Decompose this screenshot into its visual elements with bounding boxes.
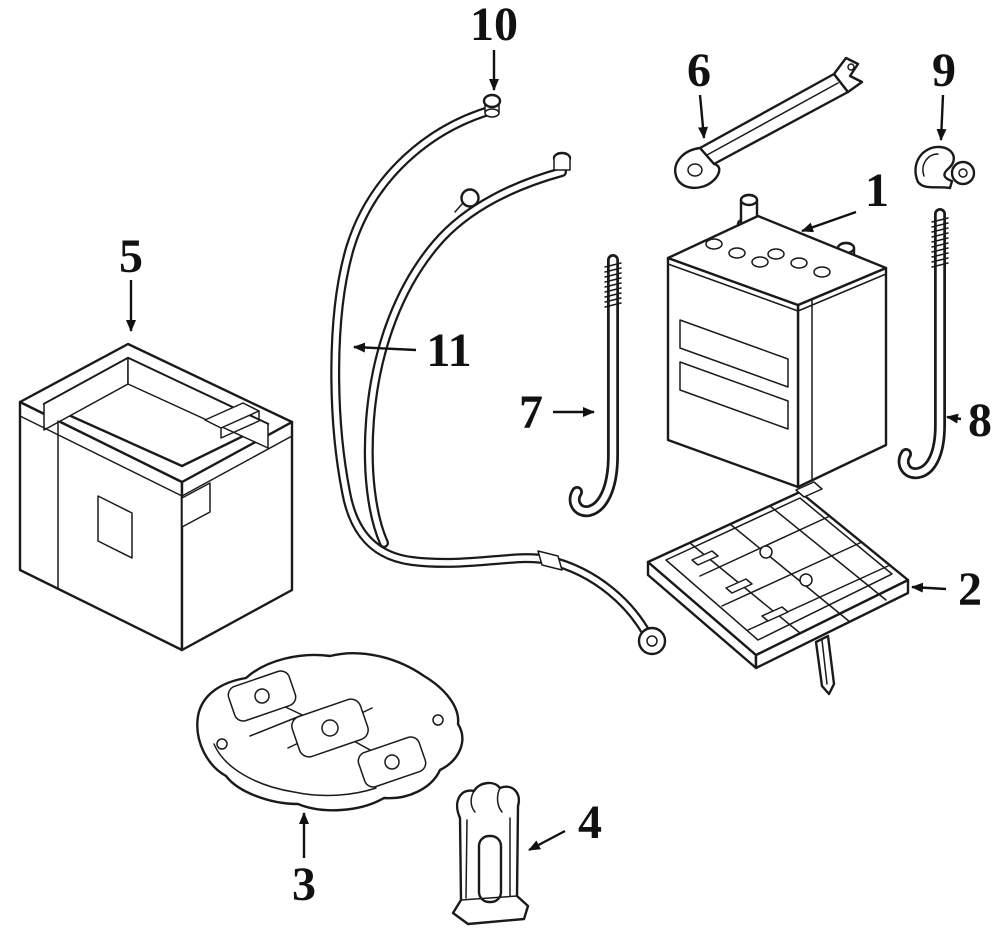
tray-hole-2: [799, 573, 813, 587]
callout-11-arrow: [353, 342, 417, 353]
bracket-lobe-lines: [470, 787, 503, 813]
bracket-channel-lines: [460, 817, 518, 901]
part-cable-end-bolt[interactable]: [482, 93, 502, 118]
callout-2-label[interactable]: 2: [958, 563, 982, 616]
battery-cell-cap: [705, 238, 723, 250]
cable-clip-tail: [454, 203, 463, 213]
battery-terminal-pos-top: [739, 193, 759, 207]
callout-6-label[interactable]: 6: [687, 44, 711, 97]
jbolt-rear-outline: [897, 208, 946, 480]
box-ledge-depth: [220, 410, 260, 439]
part-battery-tray[interactable]: [646, 481, 910, 696]
battery-top-face: [666, 214, 888, 307]
part-j-bolt-front[interactable]: [568, 254, 622, 518]
box-step-tab: [181, 482, 211, 528]
battery-seam-lines: [667, 263, 887, 482]
cable-eyelet-hole: [646, 635, 658, 647]
jbolt-front-outline: [568, 254, 619, 518]
box-interior-back-right: [127, 357, 269, 449]
callout-7: 7: [519, 386, 595, 439]
callout-1-arrow: [801, 210, 857, 233]
callout-10-label[interactable]: 10: [470, 0, 518, 51]
clamp-bar-rib: [706, 82, 839, 156]
callout-11: 11: [353, 324, 472, 377]
bracket-slot: [477, 834, 503, 904]
callout-8-arrow: [946, 413, 962, 424]
part-battery[interactable]: [666, 193, 888, 489]
battery-label-lower: [679, 361, 789, 430]
clamp-fork-end: [832, 56, 864, 94]
part-hold-down-clamp[interactable]: [674, 56, 864, 189]
callout-5-label[interactable]: 5: [119, 230, 143, 283]
battery-right-face: [796, 266, 888, 489]
clamp-end-hole: [687, 163, 703, 177]
tray-inner-rim: [665, 497, 893, 641]
callout-10: 10: [470, 0, 518, 91]
callout-4-label[interactable]: 4: [578, 796, 602, 849]
jbolt-rear-core: [900, 210, 944, 477]
plate-hole-3: [384, 754, 400, 770]
cable-clip-ring: [460, 188, 480, 208]
box-notch: [97, 495, 133, 559]
box-lip-line: [19, 415, 293, 497]
part-j-bolt-rear[interactable]: [897, 208, 949, 480]
battery-cell-cap: [767, 248, 785, 260]
plate-hole-4: [216, 738, 228, 750]
plate-hole-5: [432, 714, 444, 726]
callout-8-label[interactable]: 8: [968, 394, 992, 447]
battery-label-upper: [679, 319, 789, 388]
callout-8: 8: [946, 394, 992, 447]
tray-rear-tab: [795, 481, 823, 498]
callout-2: 2: [911, 563, 982, 616]
tray-hole-1: [759, 545, 773, 559]
retainer-inner-line: [922, 153, 939, 177]
part-battery-box[interactable]: [18, 342, 294, 652]
plate-fold-line: [213, 743, 377, 797]
part-battery-cable[interactable]: [330, 105, 667, 656]
callout-3-label[interactable]: 3: [292, 858, 316, 911]
cable-end-cap-body: [553, 158, 571, 171]
callout-6: 6: [687, 44, 711, 139]
end-bolt-head: [482, 93, 502, 109]
battery-cell-cap: [728, 247, 746, 259]
part-clamp-retainer[interactable]: [914, 145, 976, 190]
battery-cell-cap: [813, 266, 831, 278]
callout-6-arrow: [698, 94, 708, 139]
jbolt-rear-threads: [931, 217, 949, 268]
plate-hole-1: [254, 688, 270, 704]
battery-cell-cap: [790, 257, 808, 269]
plate-hole-2: [321, 719, 339, 737]
callout-9-arrow: [936, 94, 947, 141]
callout-1-label[interactable]: 1: [865, 164, 889, 217]
tray-leg-line: [821, 639, 828, 685]
retainer-ring-hole: [958, 168, 968, 178]
battery-cell-cap: [751, 256, 769, 268]
part-support-bracket[interactable]: [451, 781, 530, 926]
jbolt-front-threads: [604, 262, 622, 308]
callout-5: 5: [119, 230, 143, 332]
callout-4-arrow: [528, 829, 566, 852]
callout-7-label[interactable]: 7: [519, 386, 543, 439]
cable-branch-core: [366, 169, 565, 546]
callout-3: 3: [292, 812, 316, 911]
callout-9: 9: [932, 44, 956, 141]
tray-slots: [691, 550, 789, 622]
callout-11-label[interactable]: 11: [426, 324, 471, 377]
end-bolt-base: [484, 108, 500, 118]
retainer-body: [914, 145, 955, 190]
callout-2-arrow: [911, 582, 947, 593]
callout-9-label[interactable]: 9: [932, 44, 956, 97]
cable-splice-cover: [537, 550, 563, 571]
callout-1: 1: [801, 164, 889, 233]
callout-4: 4: [528, 796, 602, 852]
jbolt-front-core: [571, 256, 617, 515]
clamp-fork-hole: [847, 63, 855, 71]
part-tray-support-plate[interactable]: [196, 652, 464, 812]
